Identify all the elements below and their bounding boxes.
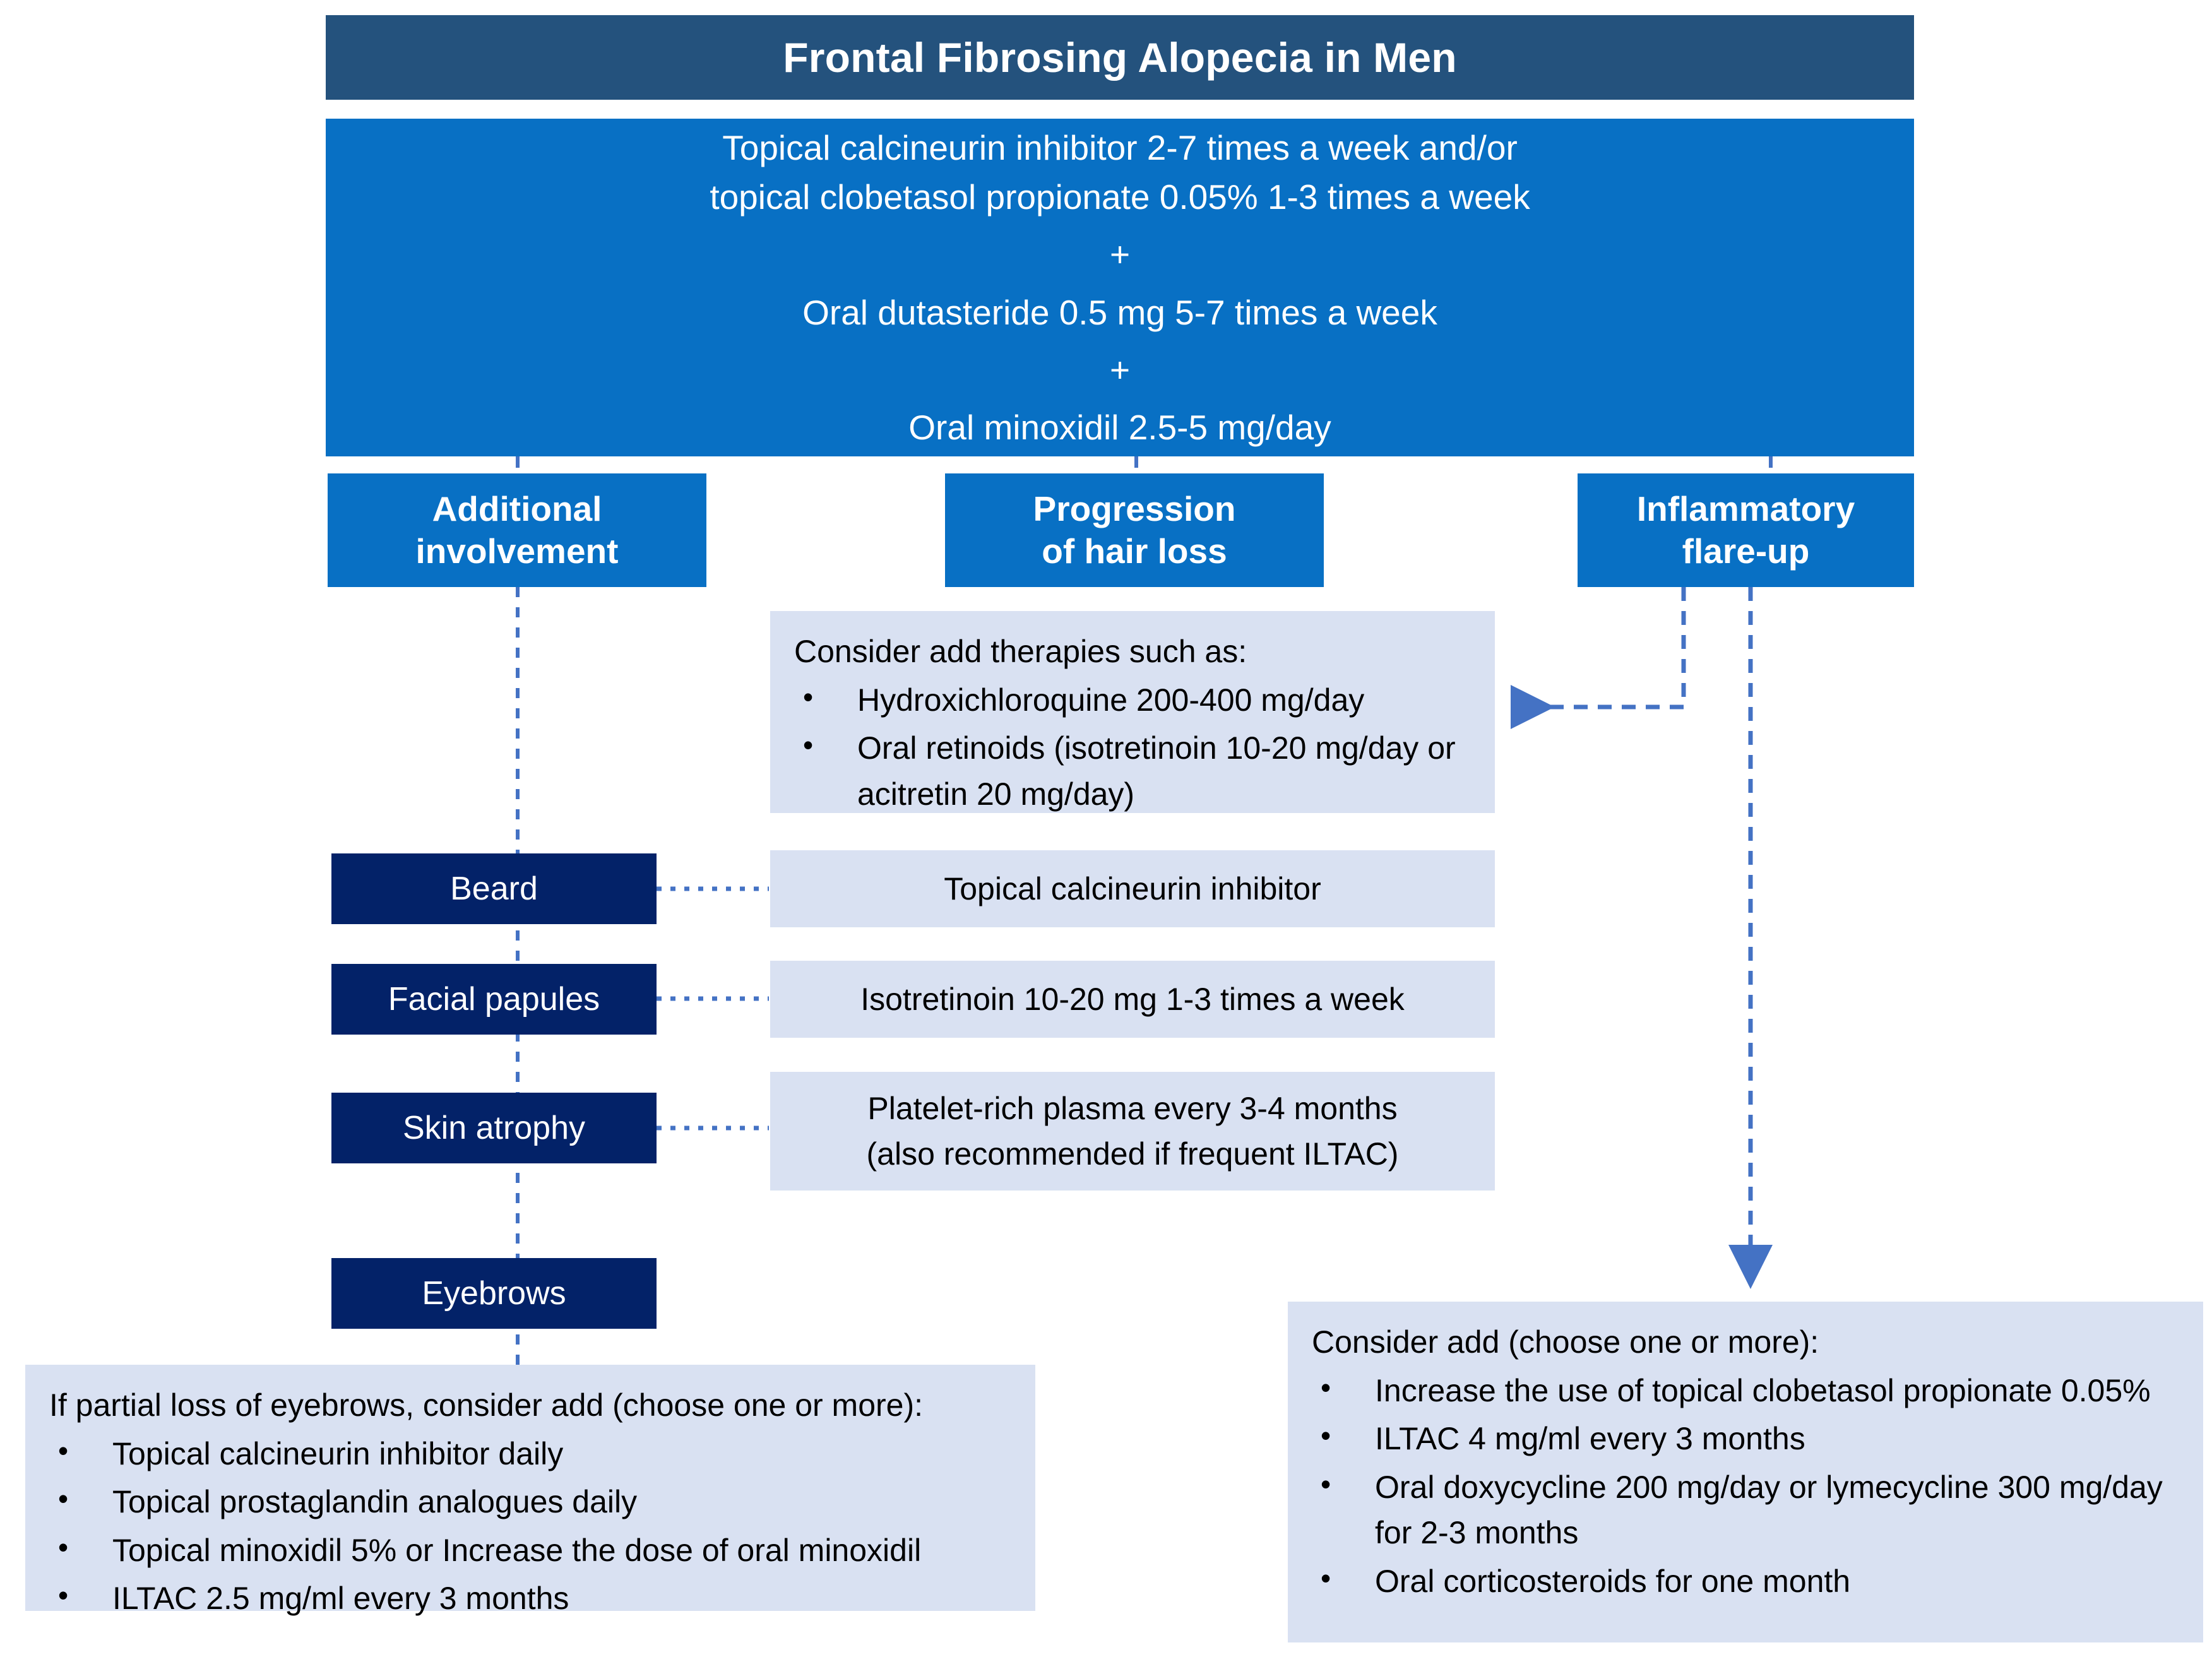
treatment-panel-beard: Topical calcineurin inhibitor bbox=[770, 850, 1495, 927]
branch-header-inflammatory-flare-up[interactable]: Inflammatory flare-up bbox=[1578, 473, 1914, 587]
list-item: Hydroxichloroquine 200-400 mg/day bbox=[794, 676, 1471, 723]
progression-panel-lead: Consider add therapies such as: bbox=[794, 634, 1247, 669]
treatment-beard-line-1: Topical calcineurin inhibitor bbox=[944, 870, 1321, 906]
branch-inflammatory-line-1: Inflammatory bbox=[1636, 489, 1855, 528]
wire-flare-to-progression-panel bbox=[1511, 587, 1686, 729]
condition-label-beard[interactable]: Beard bbox=[331, 853, 657, 924]
condition-label-facial-papules[interactable]: Facial papules bbox=[331, 964, 657, 1035]
list-item: Topical prostaglandin analogues daily bbox=[49, 1478, 1011, 1525]
progression-therapies-panel: Consider add therapies such as: Hydroxic… bbox=[770, 611, 1495, 813]
flare-up-recommendations-panel: Consider add (choose one or more): Incre… bbox=[1288, 1302, 2203, 1642]
condition-label-facial-papules-text: Facial papules bbox=[388, 981, 600, 1018]
flare-panel-lead: Consider add (choose one or more): bbox=[1312, 1324, 1819, 1360]
list-item: ILTAC 2.5 mg/ml every 3 months bbox=[49, 1574, 1011, 1622]
main-treatment-line-3: Oral dutasteride 0.5 mg 5-7 times a week bbox=[802, 292, 1437, 332]
condition-label-skin-atrophy[interactable]: Skin atrophy bbox=[331, 1093, 657, 1163]
list-item: Topical minoxidil 5% or Increase the dos… bbox=[49, 1526, 1011, 1574]
treatment-skin-atrophy-line-2: (also recommended if frequent ILTAC) bbox=[866, 1136, 1399, 1172]
eyebrows-recommendations-panel: If partial loss of eyebrows, consider ad… bbox=[25, 1365, 1035, 1616]
list-item: Topical calcineurin inhibitor daily bbox=[49, 1430, 1011, 1477]
main-treatment-plus-1: + bbox=[1109, 235, 1131, 274]
condition-label-beard-text: Beard bbox=[450, 870, 538, 907]
branch-progression-line-2: of hair loss bbox=[1042, 532, 1227, 571]
branch-progression-line-1: Progression bbox=[1033, 489, 1236, 528]
eyebrows-panel-list: Topical calcineurin inhibitor daily Topi… bbox=[49, 1430, 1011, 1622]
flare-panel-list: Increase the use of topical clobetasol p… bbox=[1312, 1367, 2179, 1605]
branch-header-progression-of-hair-loss[interactable]: Progression of hair loss bbox=[945, 473, 1324, 587]
main-treatment-line-4: Oral minoxidil 2.5-5 mg/day bbox=[908, 408, 1331, 448]
list-item: Oral doxycycline 200 mg/day or lymecycli… bbox=[1312, 1463, 2179, 1556]
treatment-panel-skin-atrophy: Platelet-rich plasma every 3-4 months (a… bbox=[770, 1072, 1495, 1191]
list-item: Increase the use of topical clobetasol p… bbox=[1312, 1367, 2179, 1414]
condition-label-eyebrows[interactable]: Eyebrows bbox=[331, 1258, 657, 1329]
condition-label-eyebrows-text: Eyebrows bbox=[422, 1275, 566, 1312]
main-treatment-box: Topical calcineurin inhibitor 2-7 times … bbox=[326, 119, 1914, 456]
eyebrows-panel-lead: If partial loss of eyebrows, consider ad… bbox=[49, 1387, 924, 1423]
treatment-facial-papules-line-1: Isotretinoin 10-20 mg 1-3 times a week bbox=[860, 981, 1405, 1017]
page-title-text: Frontal Fibrosing Alopecia in Men bbox=[783, 34, 1457, 81]
list-item: Oral retinoids (isotretinoin 10-20 mg/da… bbox=[794, 724, 1471, 817]
page-title: Frontal Fibrosing Alopecia in Men bbox=[326, 15, 1914, 100]
treatment-panel-facial-papules: Isotretinoin 10-20 mg 1-3 times a week bbox=[770, 961, 1495, 1038]
main-treatment-line-1: Topical calcineurin inhibitor 2-7 times … bbox=[722, 128, 1518, 167]
main-treatment-line-2: topical clobetasol propionate 0.05% 1-3 … bbox=[710, 177, 1530, 217]
branch-additional-line-2: involvement bbox=[415, 532, 619, 571]
branch-inflammatory-line-2: flare-up bbox=[1682, 532, 1810, 571]
main-treatment-plus-2: + bbox=[1109, 350, 1131, 389]
condition-label-skin-atrophy-text: Skin atrophy bbox=[402, 1110, 586, 1146]
list-item: ILTAC 4 mg/ml every 3 months bbox=[1312, 1415, 2179, 1462]
progression-panel-list: Hydroxichloroquine 200-400 mg/day Oral r… bbox=[794, 676, 1471, 817]
branch-additional-line-1: Additional bbox=[432, 489, 602, 528]
treatment-skin-atrophy-line-1: Platelet-rich plasma every 3-4 months bbox=[867, 1090, 1398, 1126]
list-item: Oral corticosteroids for one month bbox=[1312, 1557, 2179, 1605]
branch-header-additional-involvement[interactable]: Additional involvement bbox=[328, 473, 706, 587]
